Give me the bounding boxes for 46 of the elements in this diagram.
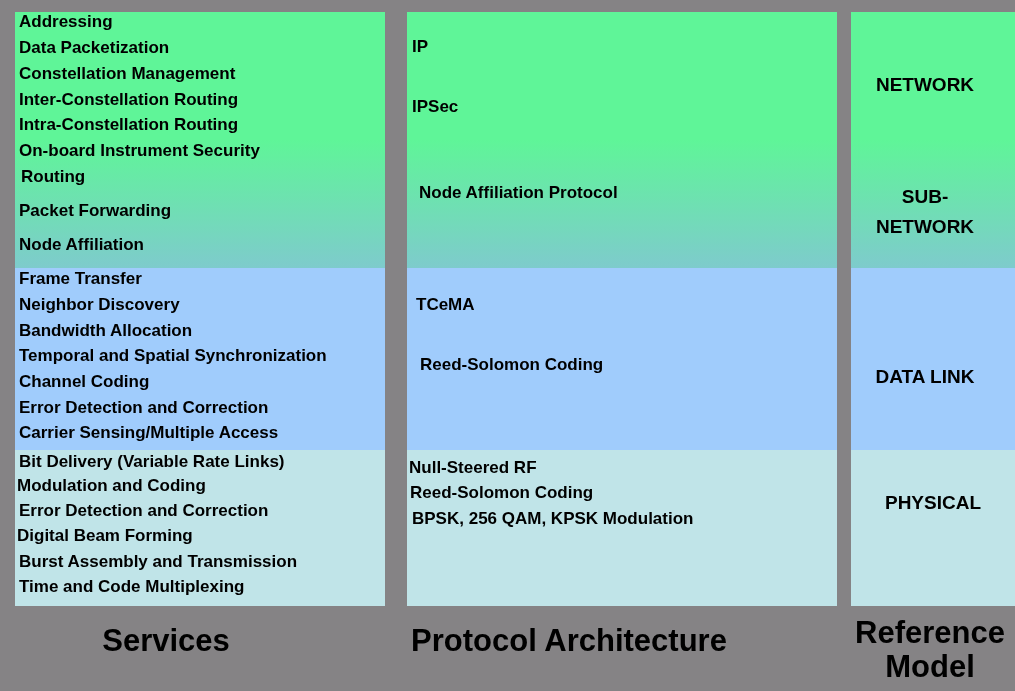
- column-heading: Services: [101, 624, 231, 658]
- column-heading: Reference Model: [854, 616, 1006, 684]
- layer-name: PHYSICAL: [883, 492, 983, 514]
- layer-name: DATA LINK: [874, 366, 976, 388]
- service-item: Carrier Sensing/Multiple Access: [19, 422, 279, 444]
- service-item: Bandwidth Allocation: [19, 320, 193, 342]
- layer-name: NETWORK: [874, 74, 976, 96]
- service-item: Error Detection and Correction: [19, 500, 269, 522]
- service-item: Error Detection and Correction: [19, 397, 269, 419]
- column-heading: Protocol Architecture: [410, 624, 728, 658]
- service-item: Time and Code Multiplexing: [19, 576, 245, 598]
- protocol-item: Reed-Solomon Coding: [420, 354, 604, 376]
- service-item: Burst Assembly and Transmission: [19, 551, 298, 573]
- layer-panel: [15, 268, 385, 450]
- service-item: Data Packetization: [19, 37, 170, 59]
- layer-panel: [407, 450, 837, 606]
- protocol-item: IPSec: [412, 96, 459, 118]
- service-item: Neighbor Discovery: [19, 294, 180, 316]
- service-item: Bit Delivery (Variable Rate Links): [19, 451, 285, 473]
- protocol-item: TCeMA: [416, 294, 475, 316]
- service-item: Temporal and Spatial Synchronization: [19, 345, 327, 367]
- service-item: Intra-Constellation Routing: [19, 114, 239, 136]
- layer-panel: [851, 268, 1015, 450]
- layer-panel: [15, 450, 385, 606]
- protocol-item: Reed-Solomon Coding: [410, 482, 594, 504]
- layer-panel: [407, 268, 837, 450]
- protocol-item: IP: [412, 36, 429, 58]
- service-item: Digital Beam Forming: [17, 525, 193, 547]
- service-item: Modulation and Coding: [17, 475, 206, 497]
- service-item: Routing: [21, 166, 86, 188]
- service-item: Constellation Management: [19, 63, 236, 85]
- layer-name: SUB- NETWORK: [874, 185, 976, 239]
- service-item: Channel Coding: [19, 371, 150, 393]
- protocol-item: BPSK, 256 QAM, KPSK Modulation: [412, 508, 694, 530]
- service-item: Addressing: [19, 11, 113, 33]
- service-item: Inter-Constellation Routing: [19, 89, 239, 111]
- protocol-item: Node Affiliation Protocol: [419, 182, 618, 204]
- protocol-item: Null-Steered RF: [409, 457, 537, 479]
- layer-panel: [407, 12, 837, 268]
- service-item: Node Affiliation: [19, 234, 144, 256]
- service-item: Frame Transfer: [19, 268, 142, 290]
- layer-panel: [15, 12, 385, 268]
- layer-panel: [851, 450, 1015, 606]
- service-item: On-board Instrument Security: [19, 140, 260, 162]
- service-item: Packet Forwarding: [19, 200, 172, 222]
- layer-panel: [851, 12, 1015, 268]
